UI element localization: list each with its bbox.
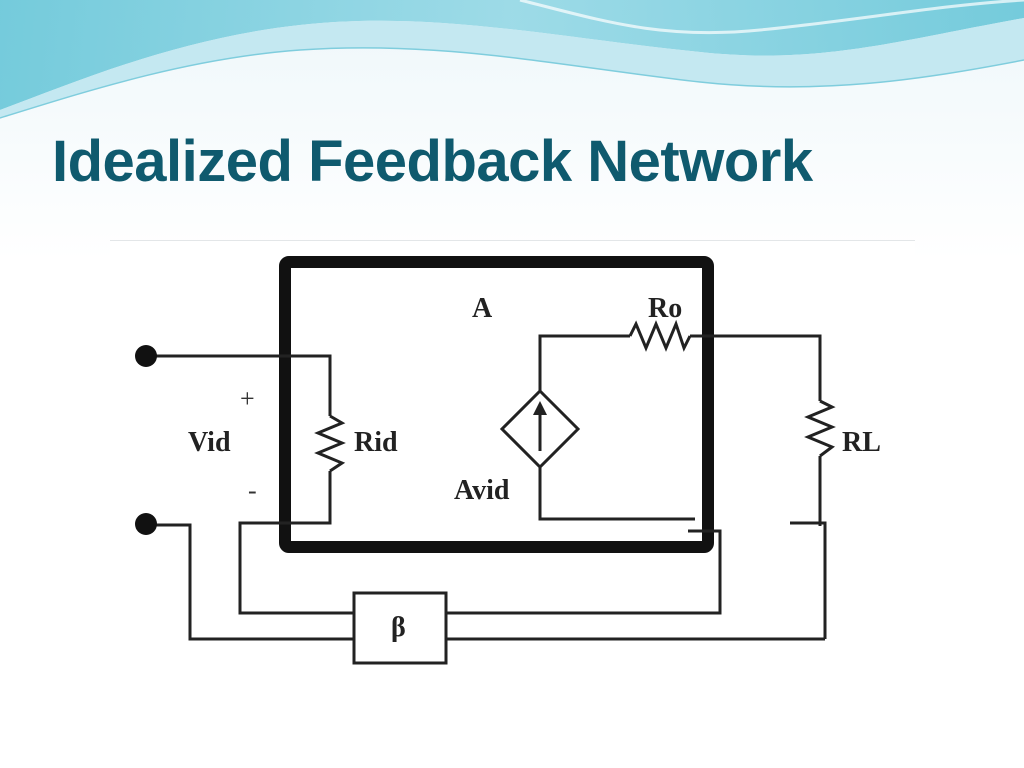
circuit-canvas: A Ro + Vid Rid - Avid RL β bbox=[135, 256, 881, 665]
label-plus-sign: + bbox=[240, 384, 255, 413]
input-terminal-bottom bbox=[135, 513, 157, 535]
label-load-resistor: RL bbox=[842, 427, 881, 458]
label-controlled-source: Avid bbox=[454, 475, 510, 506]
label-feedback-block: β bbox=[391, 612, 406, 643]
input-terminal-top bbox=[135, 345, 157, 367]
label-input-resistor: Rid bbox=[354, 427, 398, 458]
header-wave-decoration bbox=[0, 0, 1024, 119]
load-resistor-symbol bbox=[804, 399, 836, 458]
controlled-source-symbol bbox=[499, 388, 581, 470]
feedback-block bbox=[352, 591, 448, 665]
circuit-diagram: A Ro + Vid Rid - Avid RL β bbox=[110, 240, 915, 681]
wires bbox=[148, 334, 827, 641]
label-minus-sign: - bbox=[248, 476, 257, 505]
amplifier-box bbox=[279, 256, 714, 553]
label-input-voltage: Vid bbox=[188, 427, 231, 458]
output-resistor-symbol bbox=[628, 319, 692, 352]
label-output-resistor: Ro bbox=[648, 293, 682, 324]
label-amplifier: A bbox=[472, 293, 493, 324]
input-resistor-symbol bbox=[314, 414, 346, 473]
slide-title: Idealized Feedback Network bbox=[52, 129, 813, 194]
